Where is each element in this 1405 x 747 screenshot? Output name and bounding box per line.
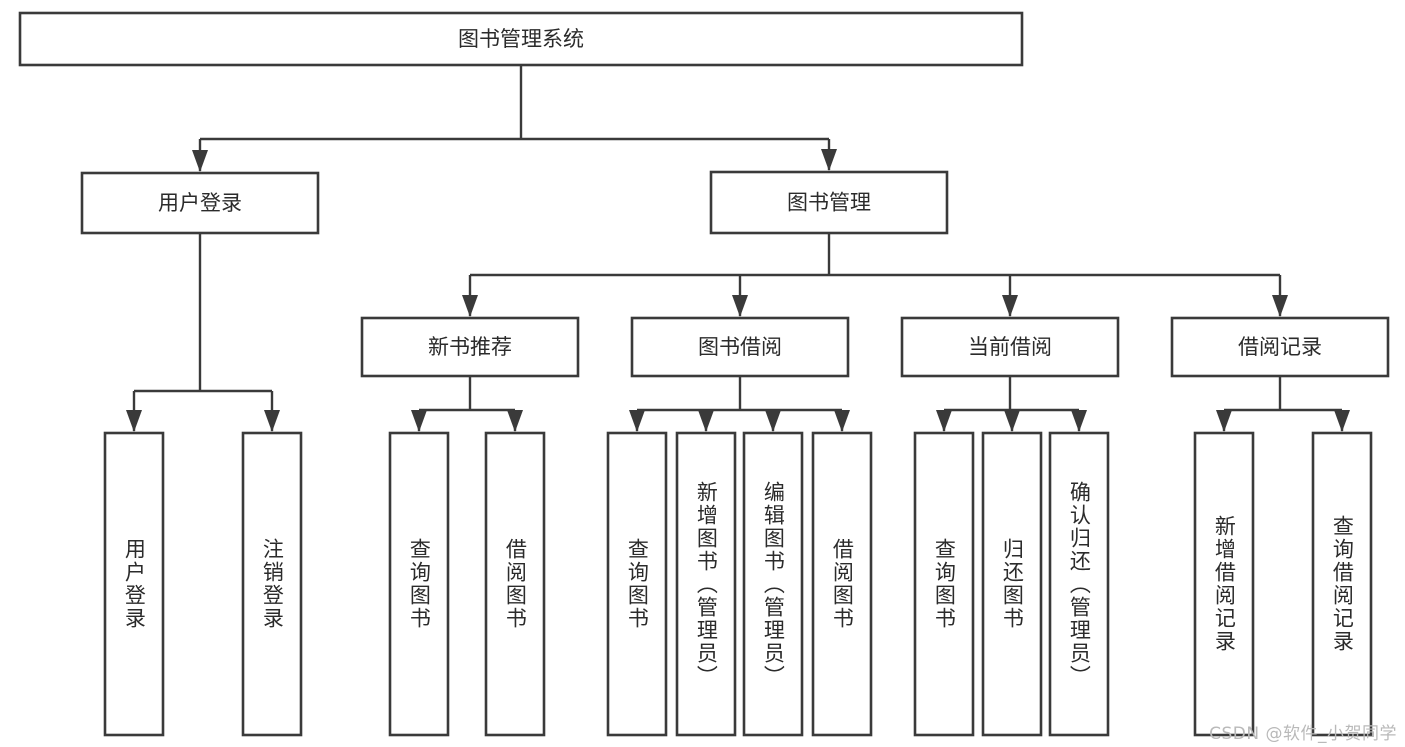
- csdn-watermark: CSDN @软件_小贺同学: [1209, 724, 1397, 744]
- leaf-box-11[interactable]: [1193, 431, 1255, 737]
- leaf-box-9[interactable]: [981, 431, 1043, 737]
- node-root-图书管理系统-rect[interactable]: [18, 11, 1024, 67]
- arrow-root-to-用户登录: [192, 150, 208, 172]
- leaf-box-5-rect[interactable]: [675, 431, 737, 737]
- node-l3-新书推荐[interactable]: 新书推荐: [360, 316, 580, 378]
- leaf-box-0[interactable]: [103, 431, 165, 737]
- node-l3-图书借阅-rect[interactable]: [630, 316, 850, 378]
- leaf-box-2[interactable]: [388, 431, 450, 737]
- leaf-box-7[interactable]: [811, 431, 873, 737]
- arrow-用户登录-to-leaf-0: [126, 410, 142, 432]
- node-l2-图书管理-rect[interactable]: [709, 170, 949, 235]
- arrow-图书借阅-to-leaf-3: [834, 410, 850, 432]
- arrow-借阅记录-to-leaf-0: [1216, 410, 1232, 432]
- arrow-图书借阅-to-leaf-2: [765, 410, 781, 432]
- node-l3-借阅记录-label: 借阅记录: [1238, 335, 1322, 359]
- leaf-box-5[interactable]: [675, 431, 737, 737]
- arrow-图书借阅-to-leaf-1: [698, 410, 714, 432]
- arrow-mgmt-to-新书推荐: [462, 295, 478, 317]
- node-l3-新书推荐-label: 新书推荐: [428, 335, 512, 359]
- leaf-box-1[interactable]: [241, 431, 303, 737]
- leaf-box-4-rect[interactable]: [606, 431, 668, 737]
- leaf-box-12[interactable]: [1311, 431, 1373, 737]
- leaf-box-4[interactable]: [606, 431, 668, 737]
- arrow-mgmt-to-借阅记录: [1272, 295, 1288, 317]
- node-l2-用户登录[interactable]: 用户登录: [80, 171, 320, 235]
- node-l2-图书管理[interactable]: 图书管理: [709, 170, 949, 235]
- leaf-box-8[interactable]: [913, 431, 975, 737]
- leaf-box-2-rect[interactable]: [388, 431, 450, 737]
- leaf-box-12-rect[interactable]: [1311, 431, 1373, 737]
- node-l2-图书管理-label: 图书管理: [787, 191, 871, 215]
- arrow-mgmt-to-图书借阅: [732, 295, 748, 317]
- connector-edges-layer: [126, 65, 1350, 432]
- node-l2-用户登录-rect[interactable]: [80, 171, 320, 235]
- leaf-box-6-rect[interactable]: [742, 431, 804, 737]
- leaf-box-8-rect[interactable]: [913, 431, 975, 737]
- leaf-box-6[interactable]: [742, 431, 804, 737]
- arrow-用户登录-to-leaf-1: [264, 410, 280, 432]
- leaf-box-3-rect[interactable]: [484, 431, 546, 737]
- node-root-图书管理系统-label: 图书管理系统: [458, 27, 584, 51]
- node-l3-借阅记录[interactable]: 借阅记录: [1170, 316, 1390, 378]
- leaf-box-1-rect[interactable]: [241, 431, 303, 737]
- leaf-box-11-rect[interactable]: [1193, 431, 1255, 737]
- node-l3-借阅记录-rect[interactable]: [1170, 316, 1390, 378]
- leaf-box-0-rect[interactable]: [103, 431, 165, 737]
- leaf-box-7-rect[interactable]: [811, 431, 873, 737]
- arrow-mgmt-to-当前借阅: [1002, 295, 1018, 317]
- node-l3-当前借阅[interactable]: 当前借阅: [900, 316, 1120, 378]
- node-l3-图书借阅-label: 图书借阅: [698, 335, 782, 359]
- node-l3-当前借阅-rect[interactable]: [900, 316, 1120, 378]
- arrow-当前借阅-to-leaf-2: [1071, 410, 1087, 432]
- node-root-图书管理系统[interactable]: 图书管理系统: [18, 11, 1024, 67]
- node-l3-图书借阅[interactable]: 图书借阅: [630, 316, 850, 378]
- leaf-box-9-rect[interactable]: [981, 431, 1043, 737]
- arrow-图书借阅-to-leaf-0: [629, 410, 645, 432]
- leaf-box-10[interactable]: [1048, 431, 1110, 737]
- arrow-新书推荐-to-leaf-0: [411, 410, 427, 432]
- node-l3-新书推荐-rect[interactable]: [360, 316, 580, 378]
- arrow-当前借阅-to-leaf-1: [1004, 410, 1020, 432]
- arrow-root-to-图书管理: [821, 149, 837, 171]
- leaf-box-3[interactable]: [484, 431, 546, 737]
- node-l2-用户登录-label: 用户登录: [158, 191, 242, 215]
- node-l3-当前借阅-label: 当前借阅: [968, 335, 1052, 359]
- arrow-借阅记录-to-leaf-1: [1334, 410, 1350, 432]
- arrow-当前借阅-to-leaf-0: [936, 410, 952, 432]
- leaf-box-10-rect[interactable]: [1048, 431, 1110, 737]
- arrow-新书推荐-to-leaf-1: [507, 410, 523, 432]
